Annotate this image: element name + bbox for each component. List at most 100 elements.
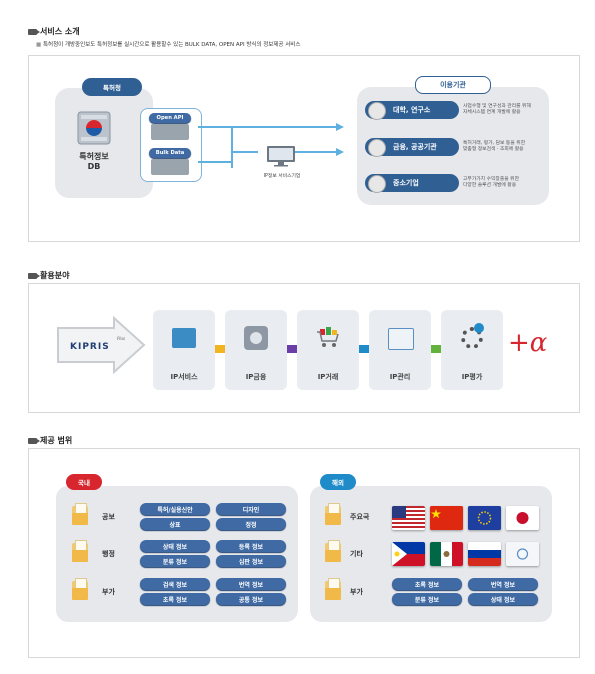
open-api-label: Open API: [149, 113, 191, 123]
info-pill: 초록 정보: [140, 593, 210, 605]
org-desc-line2: 맞춤형 정보검색 · 조회에 활용: [463, 147, 524, 152]
document-folder-icon: [72, 578, 88, 600]
connector-blue: [359, 345, 369, 353]
org-desc-line1: 사업수행 및 연구성과 관리를 위해: [463, 104, 531, 109]
org-desc-line2: 자체시스템 연계 개발에 활용: [463, 110, 521, 115]
org-name: 중소기업: [393, 179, 419, 187]
kipo-label: 특허청: [82, 78, 142, 96]
folder-icon: [172, 328, 196, 348]
org-desc-line2: 다양한 솔루션 개발에 활용: [463, 183, 517, 188]
tile-label: IP평가: [461, 373, 483, 381]
info-pill: 상태 정보: [468, 593, 538, 605]
domestic-tab: 국내: [66, 474, 102, 490]
kipris-logo-text: KIPRIS: [70, 342, 110, 352]
section-title-scope: 제공 범위: [28, 435, 72, 446]
document-window-icon: [388, 328, 414, 350]
monitor-icon: [266, 145, 296, 167]
tile-label: IP거래: [317, 373, 339, 381]
info-pill: 공통 정보: [216, 593, 286, 605]
connector-yellow: [215, 345, 225, 353]
info-pill: 특허/실용신안: [140, 503, 210, 515]
eu-flag-icon: [468, 506, 501, 530]
overseas-row-label: 기타: [350, 550, 363, 558]
document-folder-icon: [325, 578, 341, 600]
domestic-row-label: 행정: [102, 550, 115, 558]
info-pill: 초록 정보: [392, 578, 462, 590]
university-building-icon: [368, 102, 386, 120]
bank-building-icon: [368, 139, 386, 157]
wipo-flag-icon: [506, 542, 539, 566]
info-pill: 번역 정보: [468, 578, 538, 590]
section-title-service: 서비스 소개: [28, 26, 80, 37]
org-name: 금융, 공공기관: [393, 143, 437, 151]
info-pill: 분류 정보: [392, 593, 462, 605]
connector-purple: [287, 345, 297, 353]
us-flag-icon: [392, 506, 425, 530]
section-title-usage: 활용분야: [28, 270, 69, 281]
philippines-flag-icon: [392, 542, 425, 566]
small-gear-icon: [474, 323, 484, 333]
users-label: 이용기관: [415, 76, 491, 94]
company-label: IP정보 서비스기업: [263, 174, 301, 179]
connector-green: [431, 345, 441, 353]
document-folder-icon: [72, 540, 88, 562]
tile-label: IP금융: [245, 373, 267, 381]
section-bullet-icon: [28, 28, 40, 35]
russia-flag-icon: [468, 542, 501, 566]
org-desc-sme: 고부가가치 수익창출을 위한 다양한 솔루션 개발에 활용: [463, 177, 519, 189]
tile-ip-trade: IP거래: [297, 310, 359, 390]
info-pill: 정정: [216, 518, 286, 530]
org-desc-line1: 고부가가치 수익창출을 위한: [463, 177, 520, 182]
info-pill: 심판 정보: [216, 555, 286, 567]
kipris-plus-text: Plus: [117, 336, 126, 341]
tile-label: IP관리: [389, 373, 411, 381]
org-desc-finance: 특허거래, 평가, 담보 등을 위한 맞춤형 정보검색 · 조회에 활용: [463, 141, 525, 153]
info-pill: 상태 정보: [140, 540, 210, 552]
info-pill: 번역 정보: [216, 578, 286, 590]
overseas-tab: 해외: [320, 474, 356, 490]
database-icon: [77, 110, 111, 146]
tile-ip-manage: IP관리: [369, 310, 431, 390]
china-flag-icon: [430, 506, 463, 530]
document-folder-icon: [325, 540, 341, 562]
bulk-data-label: Bulk Data: [149, 148, 191, 158]
info-pill: 검색 정보: [140, 578, 210, 590]
safe-dial-icon: [250, 332, 262, 344]
domestic-row-label: 부가: [102, 588, 115, 596]
db-label-line2: DB: [87, 162, 101, 171]
flow-arrows: [198, 123, 344, 168]
tile-ip-evaluation: IP평가: [441, 310, 503, 390]
tile-ip-finance: IP금융: [225, 310, 287, 390]
bullet-dot-icon: ■: [36, 42, 43, 48]
tile-label: IP서비스: [170, 373, 198, 381]
office-building-icon: [368, 175, 386, 193]
info-pill: 등록 정보: [216, 540, 286, 552]
service-description: ■ 특허청이 개방중인보도 특허정보를 실시간으로 활용할수 있는 BULK D…: [36, 40, 300, 48]
service-description-text: 특허청이 개방중인보도 특허정보를 실시간으로 활용할수 있는 BULK DAT…: [42, 42, 301, 48]
org-desc-university: 사업수행 및 연구성과 관리를 위해 자체시스템 연계 개발에 활용: [463, 104, 531, 116]
section-title-text: 활용분야: [40, 271, 70, 280]
overseas-row-label: 부가: [350, 588, 363, 596]
db-label: 특허정보 DB: [64, 152, 124, 172]
org-name: 대학, 연구소: [393, 106, 431, 114]
org-pill-finance: 금융, 공공기관: [365, 138, 459, 157]
domestic-row-label: 공보: [102, 513, 115, 521]
org-pill-sme: 중소기업: [365, 174, 459, 193]
info-pill: 분류 정보: [140, 555, 210, 567]
mexico-flag-icon: [430, 542, 463, 566]
overseas-row-label: 주요국: [350, 513, 370, 521]
shopping-cart-icon: [316, 326, 340, 348]
open-api-server-icon: [151, 124, 189, 140]
org-pill-university: 대학, 연구소: [365, 101, 459, 120]
db-label-line1: 특허정보: [79, 152, 109, 161]
info-pill: 상표: [140, 518, 210, 530]
section-bullet-icon: [28, 272, 40, 279]
document-folder-icon: [325, 503, 341, 525]
section-title-text: 제공 범위: [40, 436, 73, 445]
org-desc-line1: 특허거래, 평가, 담보 등을 위한: [463, 141, 526, 146]
info-pill: 디자인: [216, 503, 286, 515]
section-title-text: 서비스 소개: [40, 27, 80, 36]
plus-alpha: +α: [508, 328, 548, 358]
gear-icon: [461, 327, 483, 349]
bulk-data-server-icon: [151, 159, 189, 175]
